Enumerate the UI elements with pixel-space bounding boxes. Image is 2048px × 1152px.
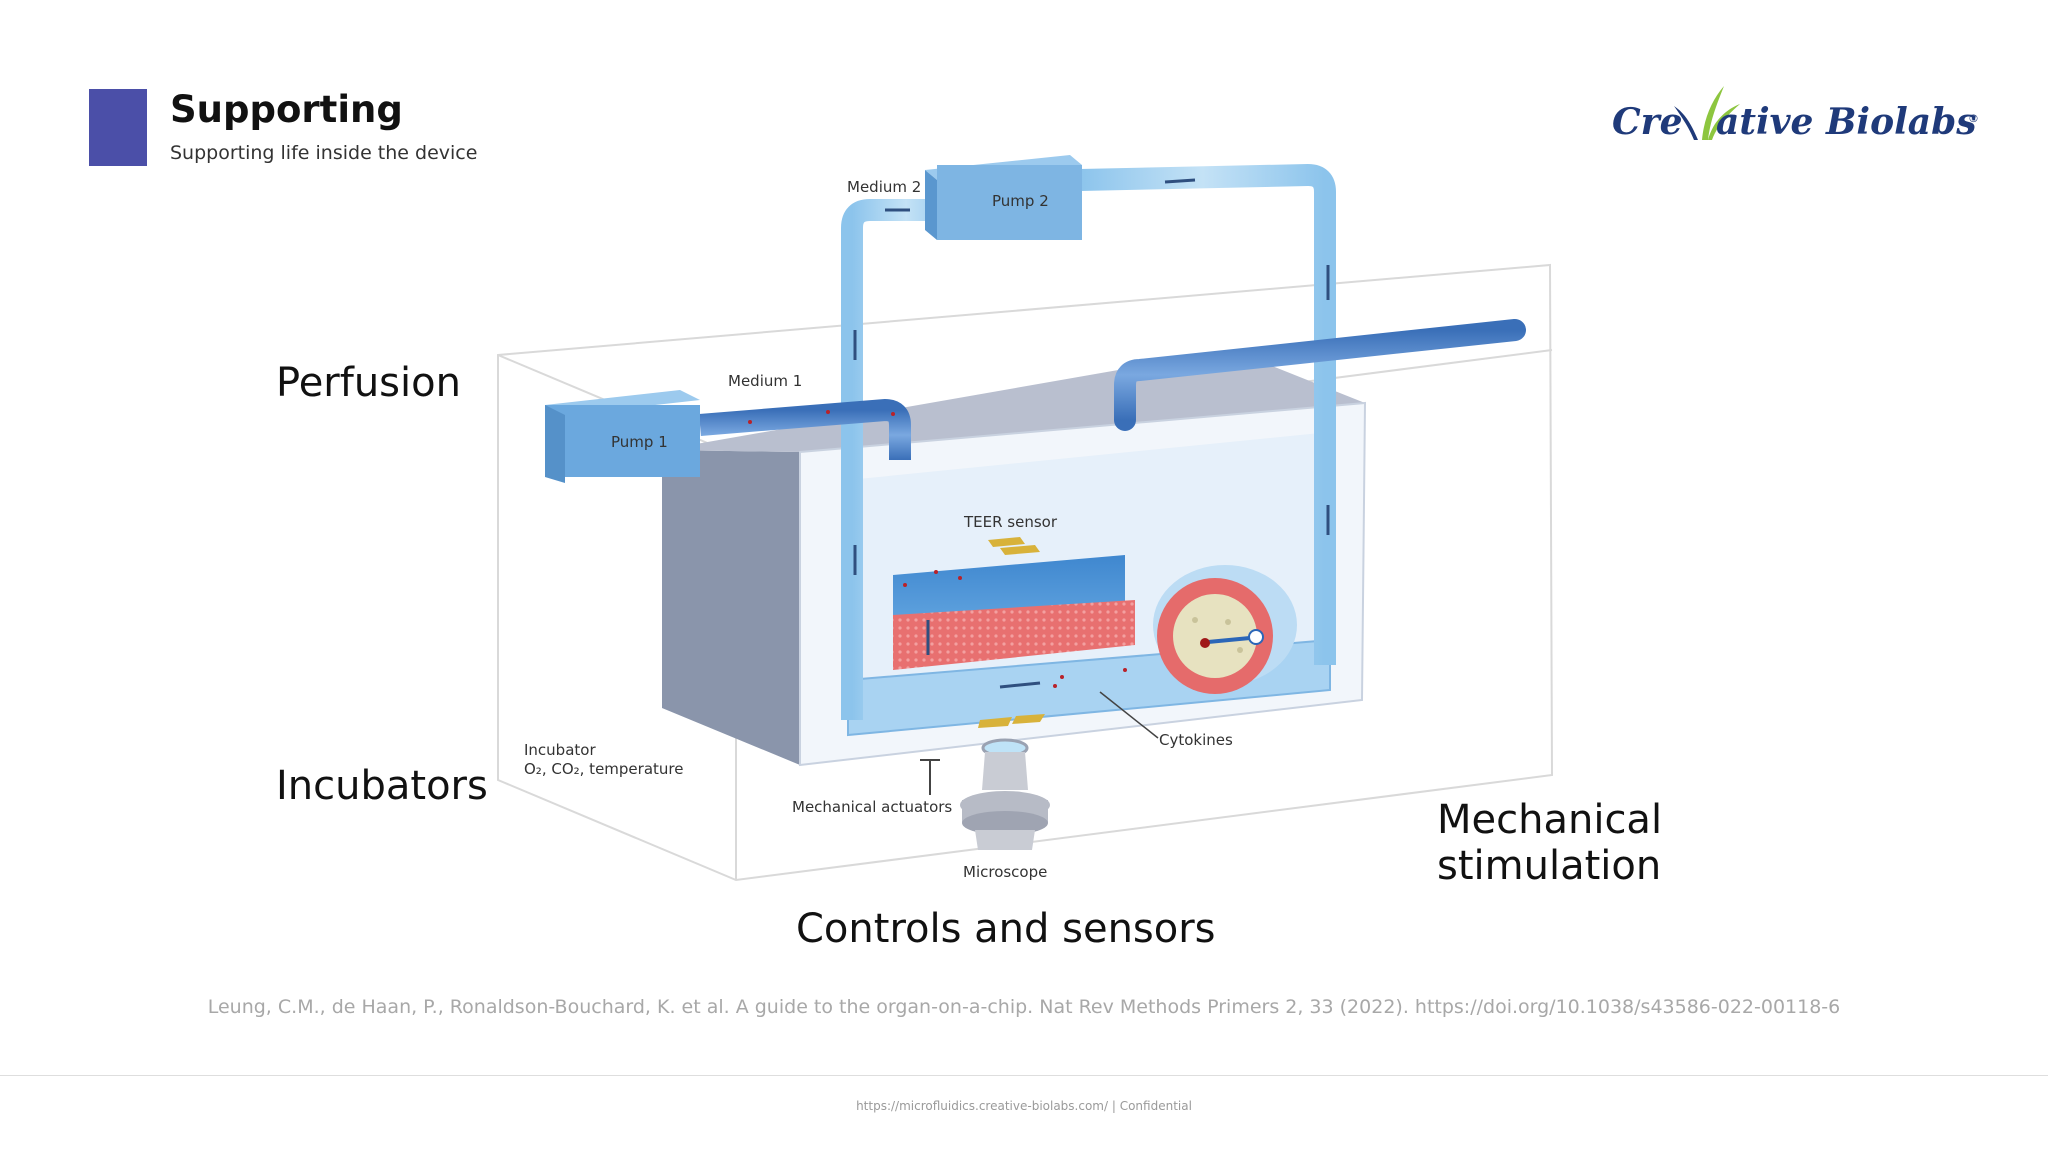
callout-mechanical-stimulation: Mechanical stimulation [1437, 797, 1662, 889]
callout-mechanical-line2: stimulation [1437, 843, 1662, 889]
red-particles [748, 410, 1127, 688]
callout-controls-sensors: Controls and sensors [796, 906, 1216, 952]
footer-confidential: | Confidential [1108, 1099, 1192, 1113]
callout-mechanical-line1: Mechanical [1437, 797, 1663, 843]
actuator-pads [978, 717, 1012, 728]
label-medium2: Medium 2 [847, 178, 921, 196]
pump1-box [545, 390, 700, 483]
page-subtitle: Supporting life inside the device [170, 142, 478, 164]
footer-url[interactable]: https://microfluidics.creative-biolabs.c… [856, 1099, 1109, 1113]
registered-mark: ® [1968, 112, 1979, 125]
tissue-layer [893, 600, 1135, 670]
teer-sensor-pads [1000, 545, 1040, 555]
label-incubator: Incubator [524, 741, 596, 759]
citation: Leung, C.M., de Haan, P., Ronaldson-Bouc… [207, 996, 1841, 1018]
cytokines-leader [1099, 691, 1159, 739]
callout-incubators: Incubators [276, 763, 488, 809]
label-pump1: Pump 1 [611, 433, 668, 451]
logo-text-left: Cre [1612, 101, 1683, 143]
flow-arrows [853, 178, 1330, 689]
medium2-tube [841, 199, 960, 720]
label-cytokines: Cytokines [1159, 731, 1233, 749]
callout-perfusion: Perfusion [276, 360, 461, 406]
label-mechanical-actuators: Mechanical actuators [792, 798, 952, 816]
leaf-icon [1674, 86, 1740, 140]
footer-divider [0, 1075, 2048, 1076]
medium1-tube [699, 398, 911, 460]
logo-text-right: ative Biolabs [1716, 101, 1977, 143]
chip-side [662, 450, 800, 765]
creative-biolabs-logo: Cre ative Biolabs ® [1612, 86, 1979, 143]
label-incubator-conditions: O₂, CO₂, temperature [524, 760, 683, 778]
label-medium1: Medium 1 [728, 372, 802, 390]
page-title: Supporting [170, 88, 403, 131]
label-microscope: Microscope [963, 863, 1047, 881]
accent-bar [89, 89, 147, 166]
microscope-icon [960, 738, 1050, 850]
actuator-bracket [920, 759, 940, 795]
pump2-box [925, 155, 1082, 240]
label-pump2: Pump 2 [992, 192, 1049, 210]
label-teer-sensor: TEER sensor [963, 513, 1058, 531]
footer: https://microfluidics.creative-biolabs.c… [0, 1099, 2048, 1113]
organoid [1153, 565, 1297, 694]
